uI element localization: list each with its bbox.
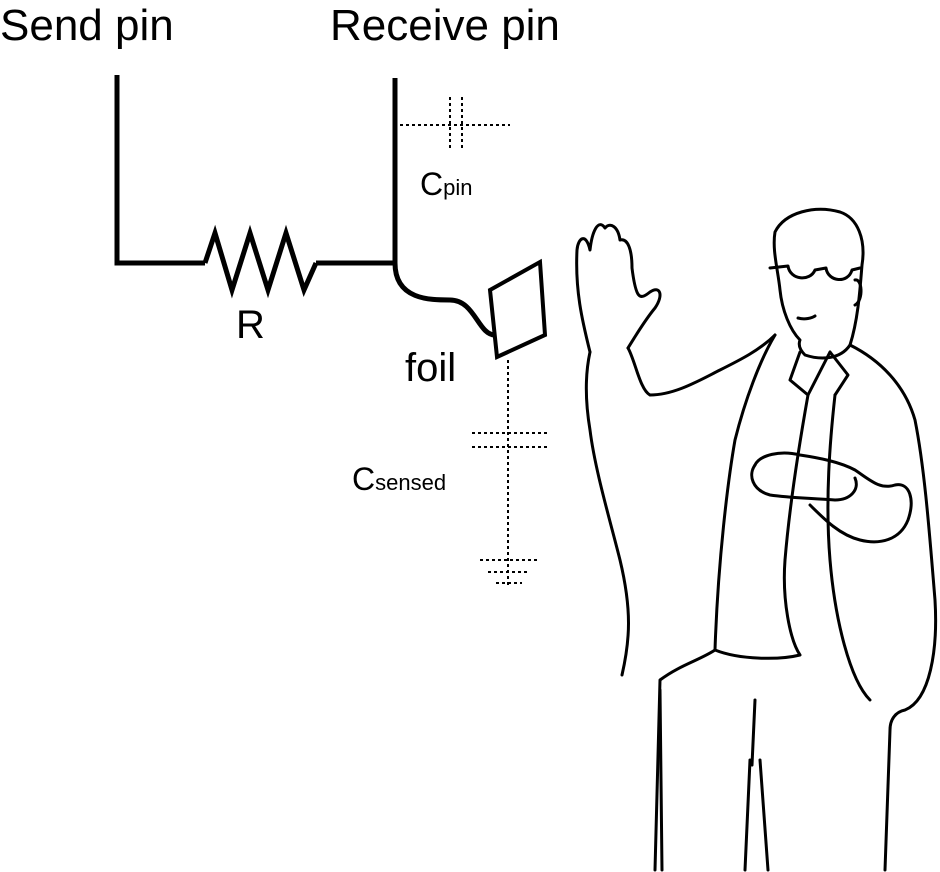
jacket — [653, 333, 777, 872]
c-pin-label: Cpin — [420, 168, 472, 200]
head — [772, 207, 865, 360]
collar — [788, 350, 850, 397]
shirt-front — [713, 393, 810, 660]
foil-plate — [487, 258, 548, 360]
c-sensed-label: Csensed — [352, 463, 446, 495]
raised-hand — [575, 223, 662, 354]
foil-lead-wire — [392, 262, 496, 338]
c-pin-capacitor — [400, 97, 510, 148]
raised-arm — [584, 350, 630, 677]
c-sensed-sub: sensed — [375, 470, 447, 495]
arm-across — [753, 451, 913, 544]
receive-pin-label: Receive pin — [330, 1, 560, 50]
hand-across — [750, 463, 858, 502]
jacket-right — [848, 343, 938, 872]
shirt-lapel — [826, 393, 872, 702]
resistor-symbol — [202, 224, 319, 299]
c-pin-main: C — [420, 166, 444, 202]
send-pin-label: Send pin — [0, 1, 174, 50]
raised-arm-inner — [626, 333, 777, 397]
c-pin-sub: pin — [443, 175, 473, 200]
send-pin-wire — [114, 75, 205, 266]
glasses-icon — [768, 264, 862, 281]
foil-label: foil — [405, 346, 457, 390]
ear — [853, 278, 863, 307]
person-illustration — [575, 207, 938, 872]
mouth — [796, 314, 817, 321]
c-sensed-capacitor — [472, 360, 550, 585]
c-sensed-main: C — [352, 461, 376, 497]
resistor-label: R — [236, 303, 265, 347]
trousers — [658, 688, 770, 872]
